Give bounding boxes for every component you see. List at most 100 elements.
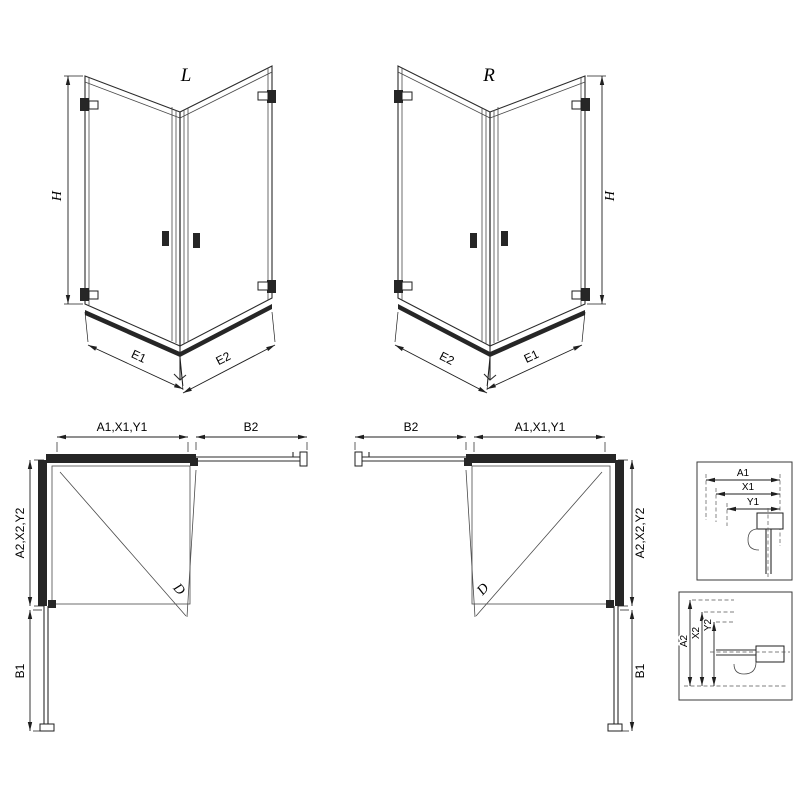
dim-label-b2: B2 (244, 420, 259, 434)
dim-a2x2y2: A2,X2,Y2 (618, 459, 647, 607)
dim-b2: B2 (354, 420, 467, 450)
detail-box-top: A1 X1 Y1 (696, 461, 793, 581)
open-door-b1 (43, 606, 49, 724)
glass-door-right (489, 75, 586, 347)
extension-lines (473, 442, 606, 452)
door-handle (162, 231, 169, 246)
dim-b1: B1 (13, 609, 42, 732)
hinge-clamp (571, 100, 582, 110)
dimension-line (182, 344, 276, 394)
dim-label-b2: B2 (404, 420, 419, 434)
plan-view-right: D B2 A1,X1,Y1 A2,X2,Y2 B1 (354, 420, 647, 732)
hinge-clamp (257, 91, 269, 101)
hinge-clamp (257, 281, 269, 291)
door-hinge (394, 90, 403, 103)
hinge-clamp (88, 290, 99, 300)
dim-label-a2: A2 (679, 634, 690, 647)
door-hinge (581, 288, 590, 301)
door-hinge (80, 98, 89, 111)
hinge-clamp (88, 100, 99, 110)
door-hinge (267, 90, 276, 103)
extension-lines (34, 459, 44, 607)
door-handle (501, 231, 508, 246)
dim-label-y2: Y2 (703, 618, 714, 631)
shower-tray (471, 465, 611, 605)
iso-view-right: R H E2 E1 (394, 65, 618, 394)
top-profile-lines (84, 71, 273, 119)
dim-label-d: D (474, 581, 493, 599)
wall-profile-lines (88, 68, 269, 305)
door-swing-lines (59, 469, 197, 618)
profile-hook (733, 661, 757, 675)
dimension-line (87, 344, 184, 390)
dim-label-x1: X1 (742, 482, 755, 493)
dim-e1: E1 (486, 311, 586, 390)
dim-b2: B2 (195, 420, 308, 450)
dim-a1x1y1: A1,X1,Y1 (473, 420, 606, 452)
hinge-clamp (401, 281, 413, 291)
dim-label-h: H (603, 190, 618, 202)
variant-label: L (180, 65, 192, 86)
dim-label-b1: B1 (13, 663, 27, 678)
open-door-b1 (613, 606, 619, 724)
pivot-block (464, 458, 472, 466)
extension-lines (354, 442, 467, 450)
dim-height: H (50, 75, 83, 305)
dim-label-y1: Y1 (747, 497, 760, 508)
wall-profile-lines (401, 68, 582, 305)
reference-lines (705, 474, 781, 546)
dimension-line (486, 344, 583, 390)
iso-view-left: L H E1 E2 (50, 65, 276, 394)
pivot-block (606, 600, 614, 608)
open-door-b2 (362, 452, 466, 462)
dim-height: H (587, 75, 618, 305)
dim-label-a1x1y1: A1,X1,Y1 (97, 420, 148, 434)
door-edge-lines (171, 107, 189, 344)
extension-lines (56, 442, 189, 452)
wall-top (466, 454, 616, 463)
wall-right (615, 460, 624, 606)
profile-hook (747, 528, 760, 551)
door-end-profile (607, 723, 623, 732)
extension-lines (618, 459, 628, 607)
wall-top (46, 454, 196, 463)
door-hinge (581, 98, 590, 111)
dim-e2: E2 (179, 311, 276, 394)
door-hinge (80, 288, 89, 301)
glass-door-left (397, 65, 491, 347)
extension-lines (33, 609, 42, 732)
dim-label-a1x1y1: A1,X1,Y1 (515, 420, 566, 434)
hinge-clamp (571, 290, 582, 300)
dim-label-e1: E1 (129, 347, 149, 366)
glass-section (716, 649, 756, 656)
glass-door-left (84, 75, 181, 347)
glass-section (765, 529, 772, 574)
extension-lines (179, 311, 276, 391)
dim-label-a2x2y2: A2,X2,Y2 (633, 507, 647, 558)
wall-left (38, 460, 47, 606)
reference-lines (684, 599, 786, 687)
wall-profile-section (756, 512, 784, 530)
dim-e1: E1 (84, 311, 184, 390)
glass-door-right (179, 65, 273, 347)
dim-e2: E2 (394, 311, 491, 394)
dim-b1: B1 (620, 609, 647, 732)
variant-label: R (482, 65, 495, 86)
detail-box-bottom: A2 X2 Y2 (678, 591, 793, 701)
door-handle (193, 233, 200, 248)
dim-a1x1y1: A1,X1,Y1 (56, 420, 189, 452)
hinge-clamp (401, 91, 413, 101)
pivot-block (190, 458, 198, 466)
door-swing-lines (465, 469, 603, 618)
threshold-rail (85, 304, 272, 357)
threshold-rail (398, 304, 585, 357)
plan-view-left: D A1,X1,Y1 B2 A2,X2,Y2 B1 (13, 420, 308, 732)
door-end-profile (299, 451, 308, 467)
dimension-line (394, 344, 488, 394)
dim-label-e2: E2 (437, 349, 457, 368)
detail-frame (678, 591, 793, 701)
top-profile-lines (397, 71, 586, 119)
door-hinge (394, 280, 403, 293)
